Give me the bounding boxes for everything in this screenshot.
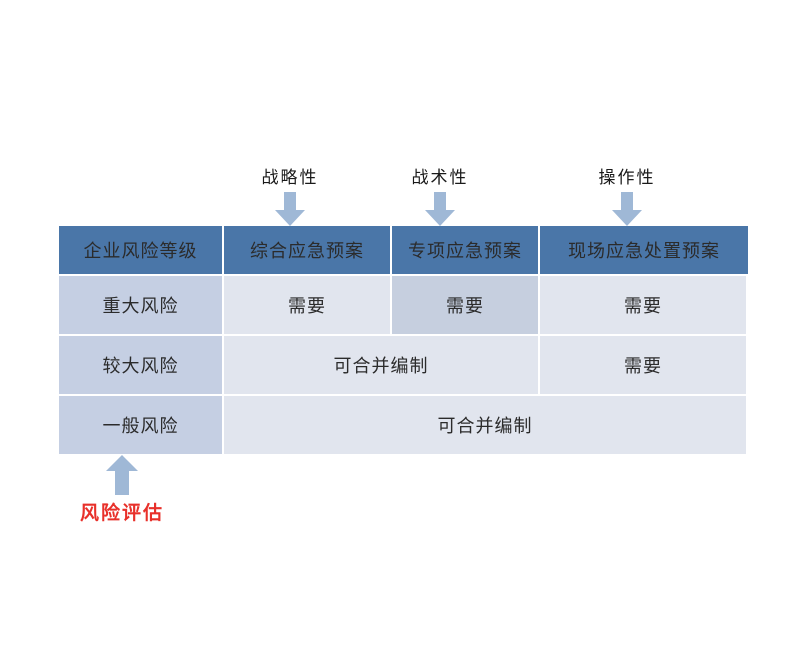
table-header: 企业风险等级综合应急预案专项应急预案现场应急处置预案 (59, 226, 748, 276)
annotation-label-2: 战术性 (411, 168, 469, 188)
annotation-label-1: 战略性 (261, 168, 319, 188)
annotation-down-arrow-3 (612, 192, 642, 226)
row-label-2: 较大风险 (59, 336, 224, 396)
column-header-1: 企业风险等级 (59, 226, 224, 276)
risk-assessment-caption: 风险评估 (79, 502, 165, 524)
column-header-3: 专项应急预案 (392, 226, 540, 276)
cell-r1-c1: 需要 (224, 276, 392, 336)
annotation-down-arrow-1 (275, 192, 305, 226)
cell-r1-c3: 需要 (540, 276, 748, 336)
header-row: 企业风险等级综合应急预案专项应急预案现场应急处置预案 (59, 226, 748, 276)
column-header-2: 综合应急预案 (224, 226, 392, 276)
table-row: 重大风险需要需要需要 (59, 276, 748, 336)
cell-r2-c1: 可合并编制 (224, 336, 540, 396)
cell-r3-c1: 可合并编制 (224, 396, 748, 454)
cell-r1-c2: 需要 (392, 276, 540, 336)
table-row: 一般风险可合并编制 (59, 396, 748, 454)
column-header-4: 现场应急处置预案 (540, 226, 748, 276)
row-label-3: 一般风险 (59, 396, 224, 454)
annotation-down-arrow-2 (425, 192, 455, 226)
emergency-plan-matrix-table: 企业风险等级综合应急预案专项应急预案现场应急处置预案 重大风险需要需要需要较大风… (59, 226, 748, 454)
table-body: 重大风险需要需要需要较大风险可合并编制需要一般风险可合并编制 (59, 276, 748, 454)
risk-assessment-up-arrow (106, 455, 138, 495)
row-label-1: 重大风险 (59, 276, 224, 336)
annotation-label-3: 操作性 (598, 168, 656, 188)
cell-r2-c2: 需要 (540, 336, 748, 396)
table-row: 较大风险可合并编制需要 (59, 336, 748, 396)
